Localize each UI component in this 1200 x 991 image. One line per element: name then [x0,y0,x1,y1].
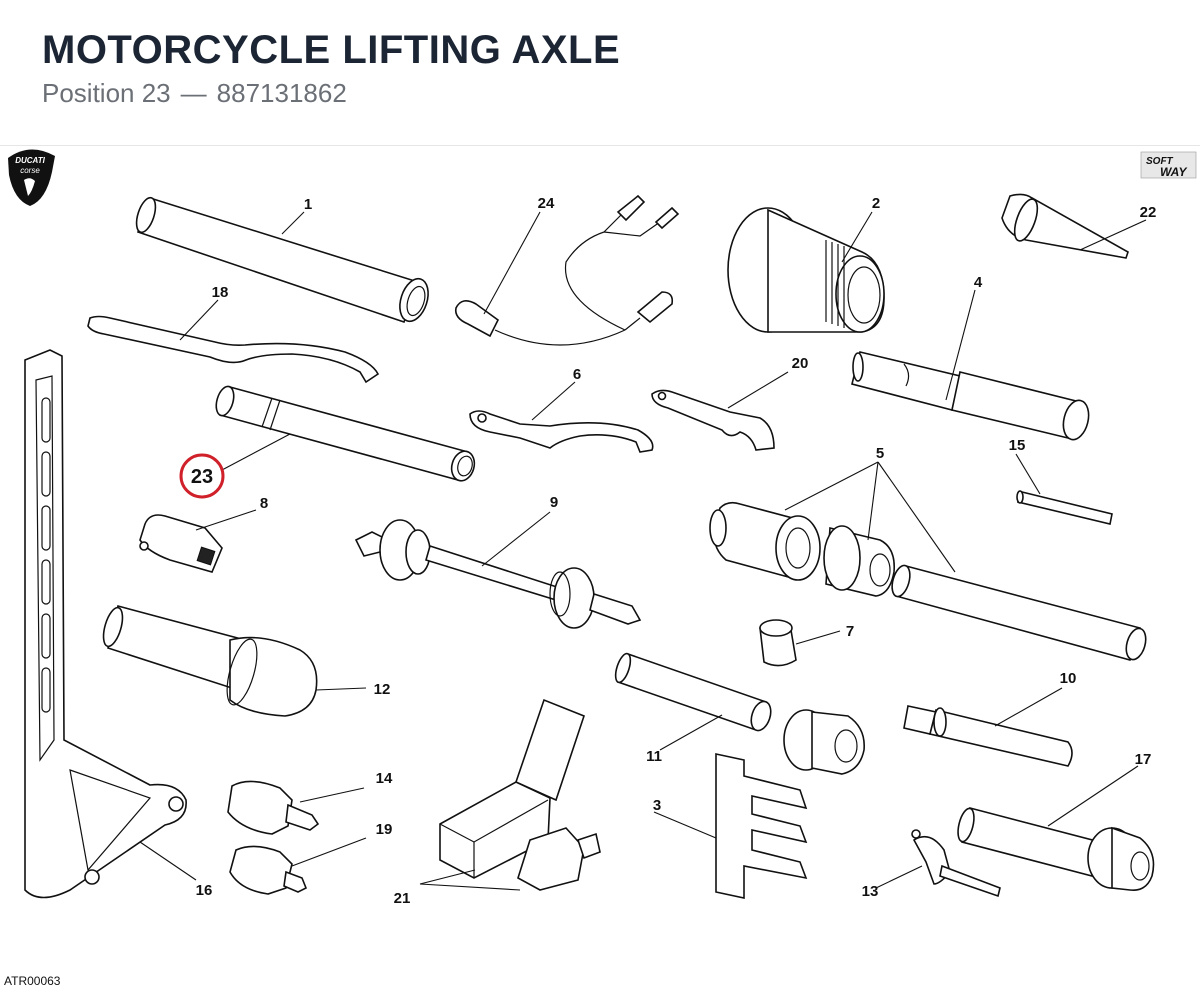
part-labels: 1 2 3 4 5 6 7 8 9 10 11 12 13 14 15 16 1… [196,195,1157,907]
label-15: 15 [1009,437,1026,454]
part-17-stepped-tube [957,807,1155,892]
page-subtitle: Position 23 — 887131862 [42,78,347,109]
ducati-corse-logo: DUCATI corse [8,149,55,206]
label-12: 12 [374,681,391,698]
label-3: 3 [653,797,661,814]
part-2-flanged-bush [727,207,885,333]
label-7: 7 [846,623,854,640]
part-20-hook-spanner [651,389,775,451]
part-23-lifting-axle [215,385,476,482]
part-15-pin [1016,490,1113,525]
position-label: Position 23 [42,78,171,108]
part-18-hook-spanner [87,315,380,384]
part-1-tube [135,196,429,324]
leader-lines [139,211,1147,891]
label-5: 5 [876,445,884,462]
highlight-callout-23: 23 [179,453,225,499]
logo-text-corse: corse [20,166,40,175]
label-18: 18 [212,284,229,301]
part-5-bush-set [709,501,1147,661]
label-11: 11 [646,748,662,765]
label-22: 22 [1140,204,1157,221]
drawing-reference: ATR00063 [4,974,61,988]
part-number: 887131862 [216,78,347,108]
label-6: 6 [573,366,581,383]
part-3-comb-plate [715,753,808,899]
label-23: 23 [191,466,213,488]
label-14: 14 [376,770,393,787]
part-19-drift [229,845,308,895]
label-8: 8 [260,495,268,512]
part-11-tube [614,652,772,732]
part-13-clamp-rod [911,829,1001,898]
label-4: 4 [974,274,983,291]
part-8-socket [139,514,223,573]
part-22-cone [1001,193,1129,259]
label-2: 2 [872,195,880,212]
part-6-hook-spanner [469,410,654,453]
part-9-puller [354,519,642,629]
label-1: 1 [304,196,312,213]
label-21: 21 [394,890,411,907]
softway-logo: SOFT WAY [1140,151,1197,179]
subtitle-separator: — [180,78,207,108]
label-17: 17 [1135,751,1152,768]
part-16-stand-bracket [24,349,187,899]
part-bush-near-11 [783,709,865,775]
label-10: 10 [1060,670,1077,687]
part-4-axle [851,351,1090,441]
part-21-tool-box [439,698,601,891]
label-19: 19 [376,821,393,838]
highlight-ring [179,453,225,499]
part-10-stepped-pin [903,705,1073,767]
header: MOTORCYCLE LIFTING AXLE Position 23 — 8871… [0,0,1200,146]
label-13: 13 [862,883,879,900]
label-24: 24 [538,195,555,212]
label-20: 20 [792,355,809,372]
softway-text-bottom: WAY [1160,165,1187,179]
label-9: 9 [550,494,558,511]
part-14-drift [227,780,320,835]
softway-text-top: SOFT [1146,156,1174,167]
label-16: 16 [196,882,213,899]
page-title: MOTORCYCLE LIFTING AXLE [42,28,621,72]
part-12-drift [102,605,318,717]
part-24-cable [454,194,680,346]
logo-text-brand: DUCATI [15,156,45,165]
part-7-small-bush [759,619,797,667]
